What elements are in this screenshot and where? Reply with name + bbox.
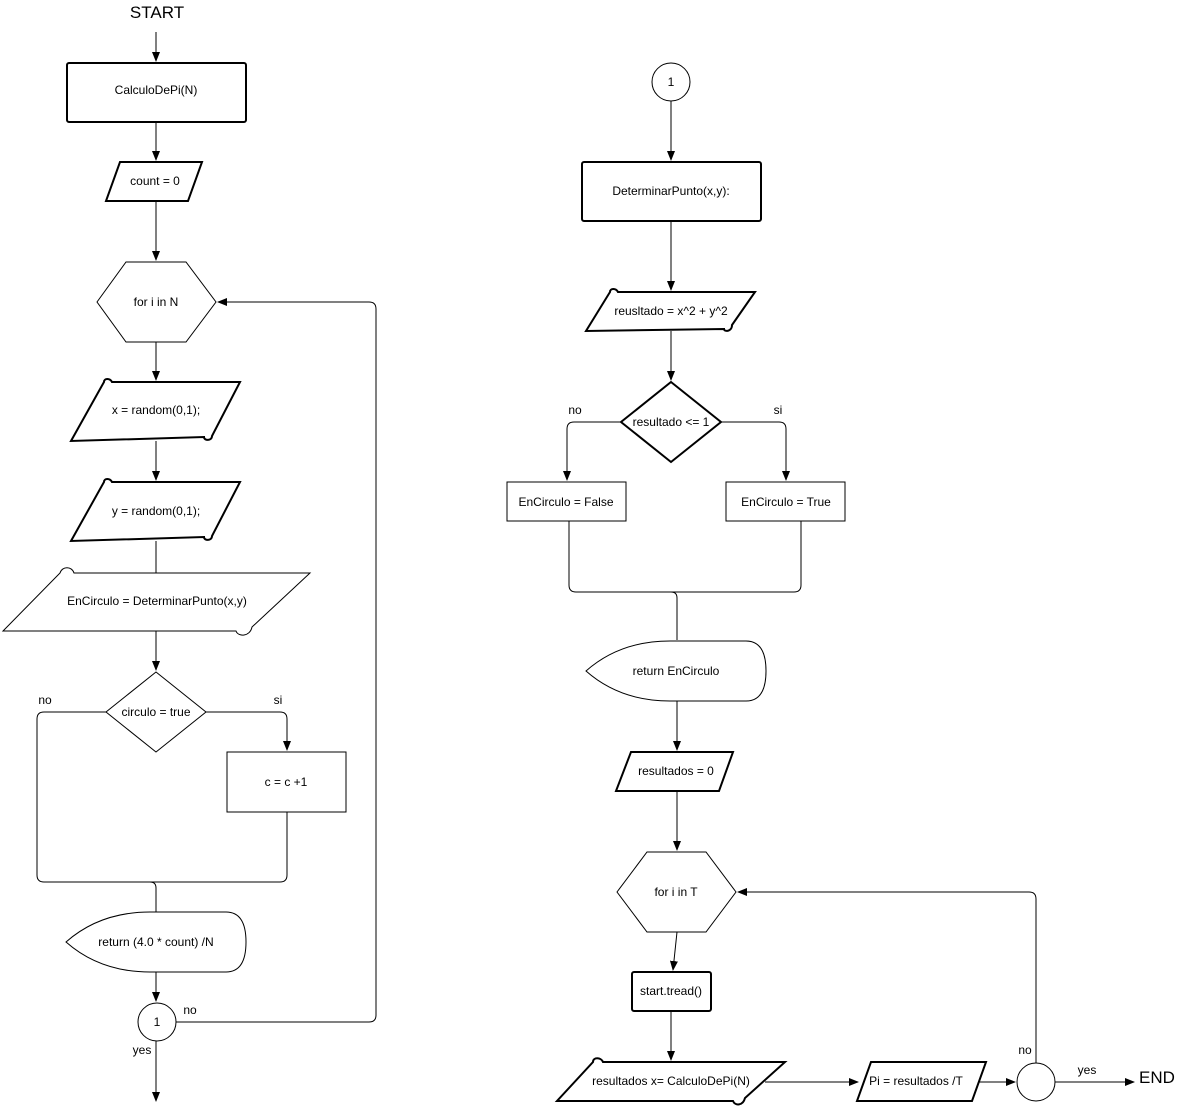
left-flowchart: START CalculoDePi(N) count = 0 for i in … — [1, 3, 377, 1102]
circulo-decision: circulo = true — [105, 671, 207, 753]
edge-decision-si — [206, 711, 291, 751]
edge-merge-branches-right — [568, 521, 802, 593]
right-connector-label: 1 — [668, 75, 675, 89]
left-connector: 1 — [137, 1002, 177, 1042]
loop-label: for i in N — [134, 295, 179, 309]
for-loop-hexagon: for i in N — [96, 261, 217, 343]
right-yes-label: yes — [1078, 1063, 1097, 1077]
left-connector-label: 1 — [154, 1015, 161, 1029]
edge-merge-to-return-right — [670, 591, 678, 640]
resultado-decision-label: resultado <= 1 — [633, 415, 710, 429]
calculo-label: CalculoDePi(N) — [115, 83, 198, 97]
resultados-x-data: resultados x= CalculoDePi(N) — [554, 1057, 788, 1106]
pi-calc-label: Pi = resultados /T — [869, 1074, 963, 1088]
false-box-label: EnCirculo = False — [518, 495, 613, 509]
y-assign-label: y = random(0,1); — [112, 504, 200, 518]
edge-merge-branches — [36, 711, 288, 883]
x-assign-label: x = random(0,1); — [112, 403, 200, 417]
thread-process: start.tread() — [631, 971, 712, 1012]
edge-decision-si — [721, 421, 790, 481]
determinar-label: DeterminarPunto(x,y): — [612, 184, 729, 198]
edge-merge-to-return — [149, 881, 157, 912]
resultados-init-data: resultados = 0 — [614, 751, 735, 792]
thread-label: start.tread() — [640, 984, 702, 998]
calculo-process: CalculoDePi(N) — [66, 62, 247, 123]
right-decision-no-label: no — [568, 403, 582, 417]
right-connector: 1 — [651, 62, 691, 102]
edge-loop-back — [176, 298, 377, 1023]
increment-label: c = c +1 — [265, 775, 308, 789]
y-assign-data: y = random(0,1); — [69, 478, 242, 543]
edge-decision-no — [563, 421, 621, 481]
yes-label: yes — [133, 1043, 152, 1057]
right-loop-no-label: no — [1018, 1043, 1032, 1057]
loop-no-label: no — [183, 1003, 197, 1017]
increment-process: c = c +1 — [226, 751, 347, 813]
start-label: START — [130, 3, 184, 22]
return-label: return (4.0 * count) /N — [98, 935, 213, 949]
decision-no-label: no — [38, 693, 52, 707]
encirculo-call-label: EnCirculo = DeterminarPunto(x,y) — [67, 594, 247, 608]
edge-loop-to-thread — [669, 931, 678, 971]
right-flowchart: 1 DeterminarPunto(x,y): reusltado = x^2 … — [506, 62, 1175, 1106]
right-decision-si-label: si — [774, 403, 783, 417]
false-process: EnCirculo = False — [506, 481, 627, 522]
end-label: END — [1139, 1068, 1175, 1087]
pi-calc-data: Pi = resultados /T — [855, 1061, 988, 1102]
circulo-decision-label: circulo = true — [121, 705, 190, 719]
true-process: EnCirculo = True — [725, 481, 846, 522]
end-decision-circle — [1016, 1062, 1056, 1102]
count-init-label: count = 0 — [130, 174, 180, 188]
resultados-init-label: resultados = 0 — [638, 764, 714, 778]
resultado-decision: resultado <= 1 — [619, 380, 723, 464]
count-init-data: count = 0 — [104, 161, 204, 202]
resultado-calc-label: reusltado = x^2 + y^2 — [614, 304, 728, 318]
edge-loop-back-right — [737, 888, 1037, 1063]
for-t-loop-hexagon: for i in T — [616, 851, 737, 933]
return-encirculo-label: return EnCirculo — [633, 664, 720, 678]
x-assign-data: x = random(0,1); — [69, 378, 242, 443]
return-encirculo-display: return EnCirculo — [585, 640, 767, 702]
decision-si-label: si — [274, 693, 283, 707]
return-display: return (4.0 * count) /N — [65, 911, 247, 973]
resultado-calc-data: reusltado = x^2 + y^2 — [584, 288, 757, 333]
determinar-process: DeterminarPunto(x,y): — [581, 161, 762, 222]
true-box-label: EnCirculo = True — [741, 495, 831, 509]
encirculo-call-data: EnCirculo = DeterminarPunto(x,y) — [1, 567, 312, 636]
loop-t-label: for i in T — [654, 885, 698, 899]
resultados-x-label: resultados x= CalculoDePi(N) — [592, 1074, 750, 1088]
